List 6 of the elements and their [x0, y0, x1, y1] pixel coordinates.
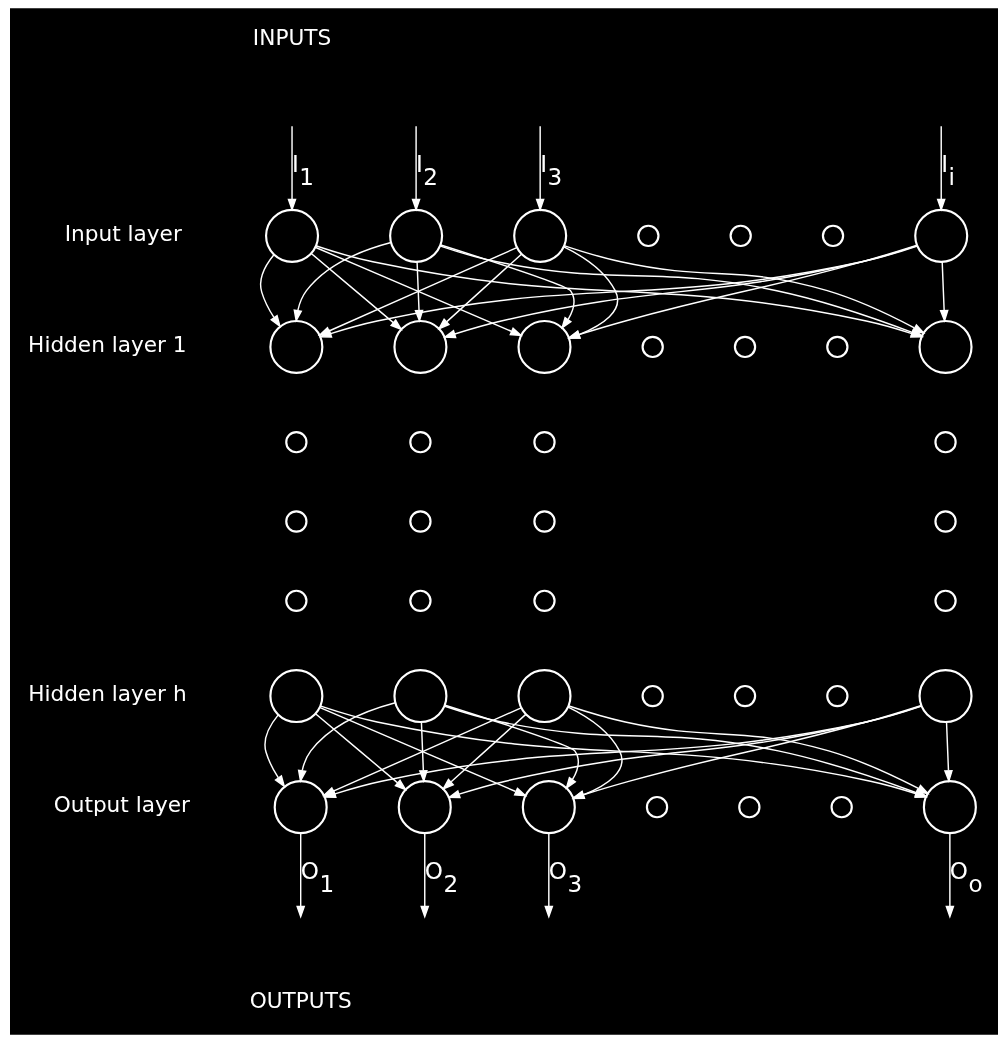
- label: Hidden layer 1: [27, 331, 187, 357]
- label: INPUTS: [252, 25, 331, 51]
- label: Input layer: [64, 220, 182, 246]
- label: OUTPUTS: [249, 987, 352, 1013]
- label: Output layer: [53, 792, 190, 818]
- label: Hidden layer h: [27, 681, 187, 707]
